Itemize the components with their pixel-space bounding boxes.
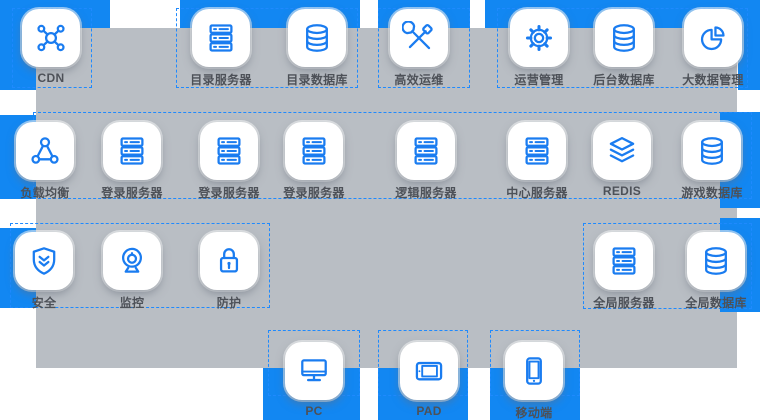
diagram-node: 中心服务器 <box>506 122 567 200</box>
node-label: 登录服务器 <box>283 186 345 200</box>
node-card <box>103 232 161 290</box>
load-balancer-icon <box>28 134 62 168</box>
diagram-node: 游戏数据库 <box>681 122 742 200</box>
node-label: 防护 <box>216 296 242 310</box>
diagram-node: 监控 <box>103 232 161 310</box>
server-icon <box>607 244 641 278</box>
group-outline-box <box>12 8 92 88</box>
node-card <box>22 9 80 67</box>
diagram-node: 目录服务器 <box>190 9 251 87</box>
node-card <box>390 9 448 67</box>
node-label: 目录数据库 <box>286 73 348 87</box>
phone-icon <box>517 354 551 388</box>
node-card <box>103 122 161 180</box>
node-card <box>285 342 343 400</box>
server-icon <box>212 134 246 168</box>
node-label: 安全 <box>31 296 57 310</box>
diagram-node: 逻辑服务器 <box>395 122 456 200</box>
node-label: 移动端 <box>515 406 553 420</box>
group-outline-box <box>10 223 270 308</box>
lock-icon <box>212 244 246 278</box>
node-label: 后台数据库 <box>593 73 655 87</box>
node-label: 监控 <box>119 296 145 310</box>
node-label: 目录服务器 <box>190 73 252 87</box>
node-label: REDIS <box>602 184 642 198</box>
pie-chart-icon <box>696 21 730 55</box>
gear-icon <box>522 21 556 55</box>
webcam-icon <box>115 244 149 278</box>
node-card <box>595 9 653 67</box>
diagram-node: 高效运维 <box>390 9 448 87</box>
tablet-icon <box>412 354 446 388</box>
node-card <box>595 232 653 290</box>
node-label: 全局服务器 <box>593 296 655 310</box>
cdn-network-icon <box>34 21 68 55</box>
node-card <box>192 9 250 67</box>
node-card <box>16 122 74 180</box>
node-label: 登录服务器 <box>198 186 260 200</box>
node-card <box>684 9 742 67</box>
diagram-node: 后台数据库 <box>593 9 654 87</box>
diagram-node: 全局服务器 <box>593 232 654 310</box>
group-outline-box <box>176 8 358 88</box>
diagram-node: CDN <box>22 9 80 85</box>
server-icon <box>297 134 331 168</box>
diagram-node: REDIS <box>593 122 651 198</box>
node-label: 运营管理 <box>514 73 564 87</box>
node-label: 中心服务器 <box>506 186 568 200</box>
layers-icon <box>605 134 639 168</box>
node-card <box>683 122 741 180</box>
shield-icon <box>27 244 61 278</box>
node-card <box>593 122 651 180</box>
diagram-node: 登录服务器 <box>101 122 162 200</box>
diagram-node: 负载均衡 <box>16 122 74 200</box>
diagram-node: PAD <box>400 342 458 418</box>
node-card <box>505 342 563 400</box>
node-card <box>687 232 745 290</box>
diagram-node: 登录服务器 <box>198 122 259 200</box>
node-card <box>200 232 258 290</box>
node-label: 全局数据库 <box>685 296 747 310</box>
node-card <box>510 9 568 67</box>
database-icon <box>695 134 729 168</box>
database-icon <box>607 21 641 55</box>
node-label: 大数据管理 <box>682 73 744 87</box>
node-card <box>200 122 258 180</box>
node-label: 登录服务器 <box>101 186 163 200</box>
node-card <box>397 122 455 180</box>
node-card <box>288 9 346 67</box>
group-outline-box <box>378 8 470 88</box>
node-label: CDN <box>37 71 65 85</box>
diagram-node: PC <box>285 342 343 418</box>
node-card <box>400 342 458 400</box>
diagram-node: 登录服务器 <box>283 122 344 200</box>
diagram-node: 全局数据库 <box>685 232 746 310</box>
group-outline-box <box>583 223 752 309</box>
node-card <box>15 232 73 290</box>
diagram-node: 移动端 <box>505 342 563 420</box>
diagram-node: 目录数据库 <box>286 9 347 87</box>
node-card <box>508 122 566 180</box>
server-icon <box>115 134 149 168</box>
database-icon <box>699 244 733 278</box>
node-label: 负载均衡 <box>20 186 70 200</box>
diagram-node: 安全 <box>15 232 73 310</box>
node-label: 逻辑服务器 <box>395 186 457 200</box>
server-icon <box>520 134 554 168</box>
node-label: PAD <box>416 404 442 418</box>
diagram-node: 大数据管理 <box>682 9 743 87</box>
server-icon <box>204 21 238 55</box>
tools-icon <box>402 21 436 55</box>
server-icon <box>409 134 443 168</box>
group-outline-box <box>497 8 748 88</box>
diagram-node: 运营管理 <box>510 9 568 87</box>
desktop-icon <box>297 354 331 388</box>
node-label: 高效运维 <box>394 73 444 87</box>
node-card <box>285 122 343 180</box>
diagram-node: 防护 <box>200 232 258 310</box>
node-label: PC <box>305 404 323 418</box>
node-label: 游戏数据库 <box>681 186 743 200</box>
database-icon <box>300 21 334 55</box>
blue-accent-block <box>738 0 760 90</box>
